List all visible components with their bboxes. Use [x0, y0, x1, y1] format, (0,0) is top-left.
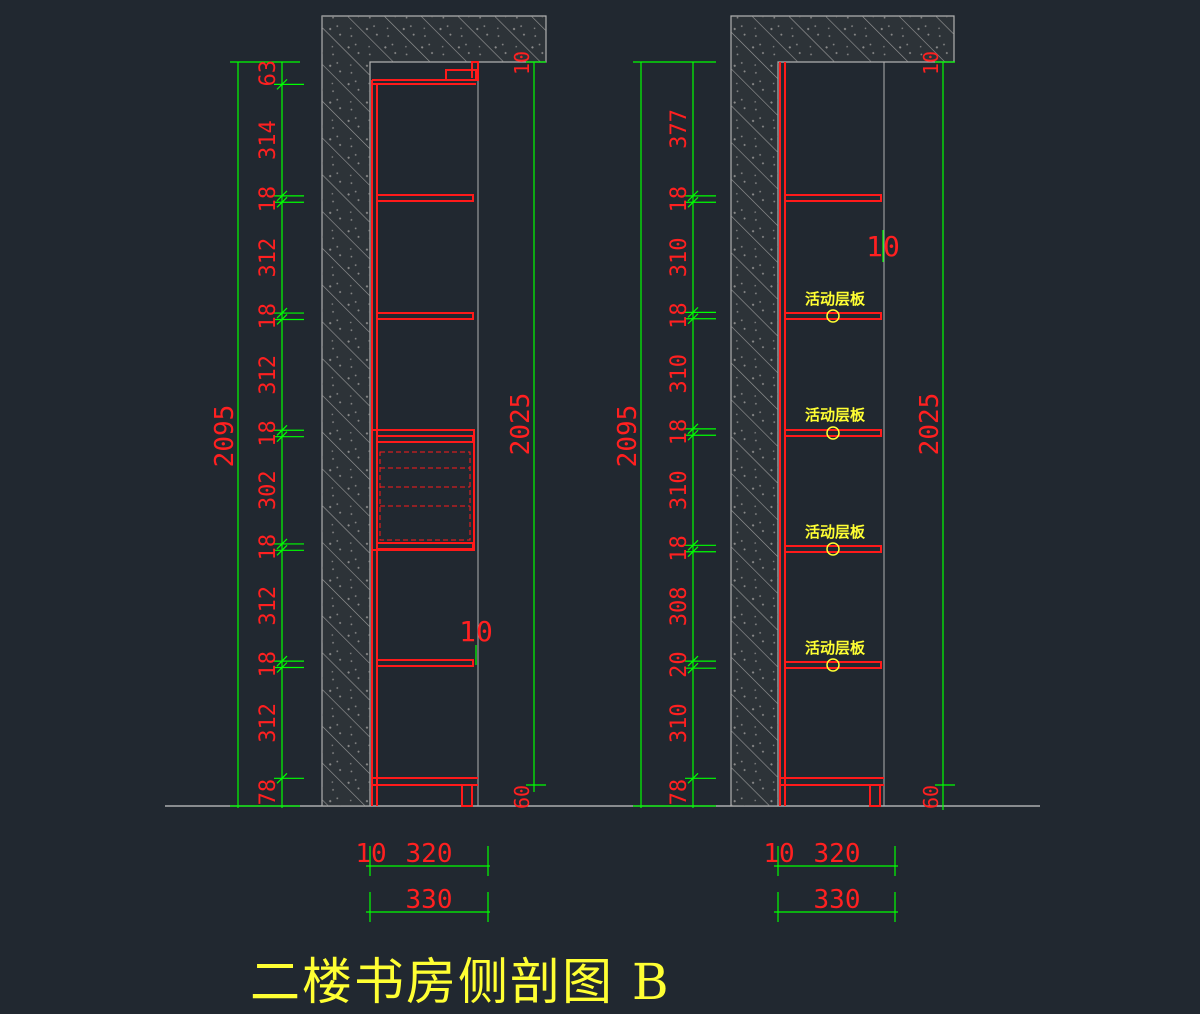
dimension-tick-slash	[687, 190, 699, 202]
dimension-tick-slash	[687, 655, 699, 667]
shelf-note-3: 活动层板	[805, 523, 866, 541]
left-view-segment-label: 18	[256, 303, 281, 330]
right-top-gap: 10	[919, 51, 943, 75]
right-view-segment-label: 310	[667, 354, 692, 394]
dimension-tick-slash	[687, 539, 699, 551]
left-top-gap: 10	[510, 51, 534, 75]
right-view-segment-label: 377	[667, 109, 692, 149]
right-bottom-gap: 60	[919, 785, 943, 809]
dimension-tick-slash	[276, 538, 288, 550]
right-view-segment-label: 310	[667, 237, 692, 277]
right-view-segment-label: 308	[667, 587, 692, 627]
dimension-tick-slash	[687, 429, 699, 441]
left-view-segment-label: 78	[256, 779, 281, 806]
drawing-title: 二楼书房侧剖图 B	[250, 953, 671, 1011]
right-width-total: 330	[814, 885, 861, 915]
left-view-segment-label: 18	[256, 534, 281, 561]
left-width-part-b: 320	[406, 839, 453, 869]
left-view-segment-label: 312	[256, 355, 281, 395]
left-view-segment-label: 314	[256, 120, 281, 160]
dimension-tick-slash	[276, 314, 288, 325]
dimension-tick-slash	[276, 772, 288, 784]
left-view-segment-label: 302	[256, 470, 281, 510]
shelf-note-2: 活动层板	[805, 406, 866, 424]
left-view-segment-label: 312	[256, 586, 281, 626]
right-view: 活动层板 活动层板 活动层板 活动层板 2095 2025 10 60 10 3…	[613, 15, 955, 922]
left-width-total: 330	[406, 885, 453, 915]
left-width-part-a: 10	[355, 839, 386, 869]
shelf-note-4: 活动层板	[805, 639, 866, 657]
right-view-segment-label: 78	[667, 779, 692, 806]
right-inner-height: 2025	[915, 393, 945, 456]
left-cabinet	[371, 61, 479, 807]
dimension-tick-slash	[687, 313, 699, 325]
left-view-segment-label: 63	[256, 60, 281, 87]
dimension-tick-slash	[276, 662, 288, 673]
dimension-tick-slash	[687, 772, 699, 784]
dimension-tick-slash	[687, 423, 699, 435]
left-view-segment-label: 312	[256, 238, 281, 278]
dimension-tick-slash	[687, 662, 699, 674]
right-view-segment-label: 18	[667, 535, 692, 562]
right-cabinet	[779, 62, 884, 807]
dimension-tick-slash	[276, 431, 288, 443]
dimension-tick-slash	[276, 78, 288, 90]
left-view-segment-label: 18	[256, 420, 281, 447]
right-view-segment-label: 310	[667, 470, 692, 510]
dimension-tick-slash	[276, 196, 288, 208]
left-drawer	[379, 451, 471, 541]
dimension-tick-slash	[687, 306, 699, 318]
left-inner-height: 2025	[506, 393, 536, 456]
right-total-height: 2095	[613, 405, 643, 468]
right-view-segment-label: 18	[667, 302, 692, 329]
left-shelf-gap: 10	[459, 615, 493, 648]
dimension-tick-slash	[687, 196, 699, 208]
dimension-tick-slash	[687, 546, 699, 558]
right-width-part-a: 10	[763, 839, 794, 869]
dimension-tick-slash	[276, 544, 288, 556]
left-bottom-gap: 60	[510, 785, 534, 809]
left-view: 2095 2025 10 60 10 63 314 18 312 18 312 18 302 1…	[210, 15, 547, 922]
dimension-tick-slash	[276, 424, 288, 436]
right-view-segment-label: 18	[667, 419, 692, 446]
dimension-tick-slash	[276, 307, 288, 319]
shelf-note-1: 活动层板	[805, 290, 866, 308]
left-view-segment-label: 18	[256, 651, 281, 678]
dimension-tick-slash	[276, 655, 288, 667]
left-view-segment-label: 18	[256, 186, 281, 213]
shelf-pin-markers	[826, 309, 840, 672]
right-view-segment-label: 310	[667, 703, 692, 743]
left-view-segment-label: 312	[256, 703, 281, 743]
left-total-height: 2095	[210, 405, 240, 468]
right-view-segment-label: 20	[667, 651, 692, 678]
right-view-segment-label: 18	[667, 186, 692, 213]
dimension-tick-slash	[276, 190, 288, 202]
right-width-part-b: 320	[814, 839, 861, 869]
